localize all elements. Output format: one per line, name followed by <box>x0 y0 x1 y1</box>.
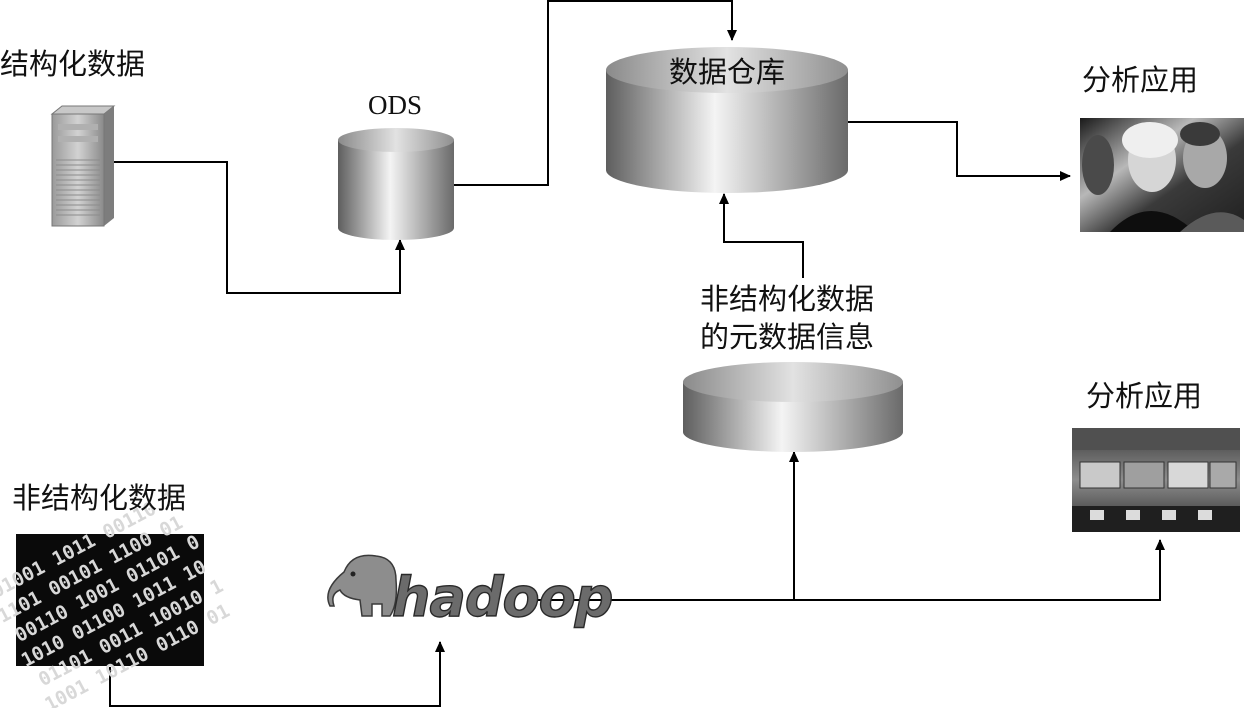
metadata-label-line2: 的元数据信息 <box>700 320 875 354</box>
arrow-server-to-ods <box>114 161 405 294</box>
hadoop-elephant-logo: hadoop <box>327 554 614 630</box>
arrow-warehouse-to-analytics <box>848 121 1071 181</box>
connectors <box>109 0 1165 707</box>
arrow-metadata-to-warehouse <box>719 193 804 278</box>
ods-database-cylinder-icon <box>338 128 454 240</box>
people-photo <box>1080 118 1244 232</box>
line-hadoop-out <box>536 539 1165 601</box>
elephant-icon <box>327 554 398 617</box>
arrow-ods-to-warehouse <box>454 0 737 186</box>
arrow-binary-to-hadoop <box>109 641 445 707</box>
analytics-label-top: 分析应用 <box>1082 63 1199 97</box>
structured-data-label: 结构化数据 <box>0 47 146 81</box>
metadata-label-line1: 非结构化数据 <box>700 282 875 316</box>
server-tower-icon <box>50 105 116 227</box>
analytics-label-bottom: 分析应用 <box>1086 379 1203 413</box>
hadoop-wordmark: hadoop <box>392 566 612 629</box>
warehouse-database-cylinder-icon: 数据仓库 <box>606 47 848 193</box>
control-room-photo <box>1072 428 1240 532</box>
ods-label: ODS <box>368 90 423 120</box>
warehouse-label: 数据仓库 <box>669 55 785 89</box>
unstructured-data-label: 非结构化数据 <box>12 481 187 515</box>
metadata-database-cylinder-icon <box>683 362 903 452</box>
binary-code-image: 01001 1011 00110 1 1101 00101 1100 01 00… <box>0 487 233 708</box>
